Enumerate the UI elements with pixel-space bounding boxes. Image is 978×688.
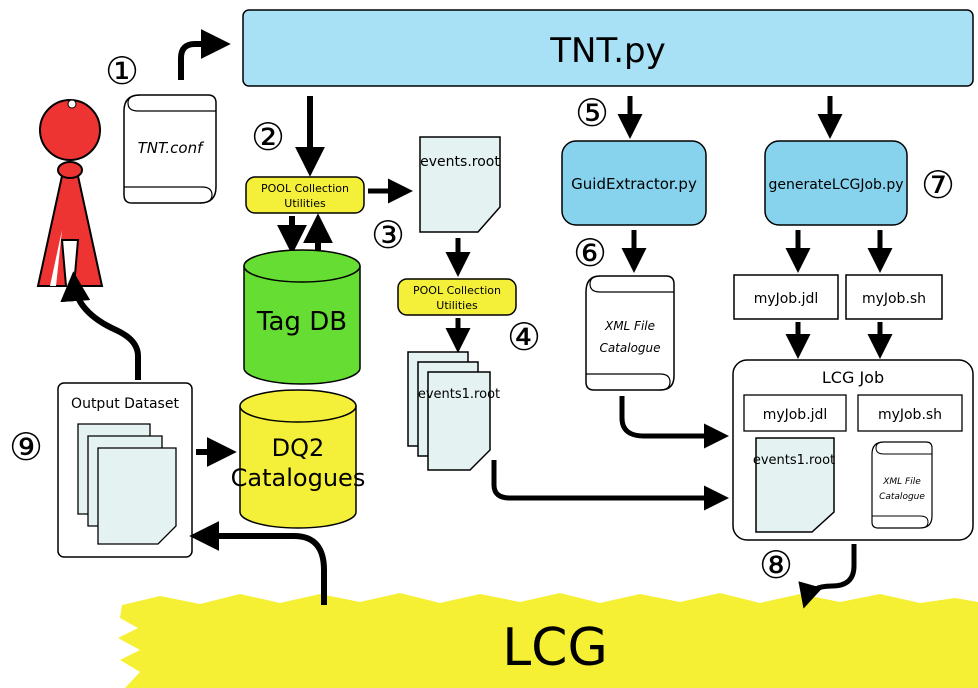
step-7-number: ⑦ — [921, 163, 955, 207]
tnt-conf-scroll: TNT.conf — [123, 94, 217, 204]
arrow-output-to-user — [60, 271, 141, 380]
lcg-job-jdl-label: myJob.jdl — [763, 407, 828, 423]
tag-db-label: Tag DB — [256, 307, 347, 337]
pool1-line1: POOL Collection — [261, 182, 349, 195]
myjob-sh-box: myJob.sh — [845, 274, 943, 320]
step-8-number: ⑧ — [759, 543, 793, 587]
step-9-number: ⑨ — [9, 425, 43, 469]
step-1-arrow — [178, 29, 231, 80]
myjob-sh-label: myJob.sh — [862, 291, 926, 307]
arrow-xml-to-lcgjob — [619, 396, 729, 449]
pool-collection-utilities-2: POOL Collection Utilities — [397, 278, 517, 316]
lcg-cloud-label: LCG — [502, 618, 608, 678]
arrow-lcgjob-to-lcg — [798, 544, 857, 609]
output-dataset-box: Output Dataset — [57, 382, 193, 558]
dq2-line2: Catalogues — [231, 464, 366, 492]
lcg-job-sh-label: myJob.sh — [878, 407, 942, 423]
user-figure — [36, 99, 104, 287]
step-1-number: ① — [105, 49, 139, 93]
generate-lcg-job-box[interactable]: generateLCGJob.py — [764, 140, 908, 226]
lcg-job-title: LCG Job — [822, 368, 884, 387]
events1-root-label: events1.root — [418, 387, 500, 402]
pool2-line1: POOL Collection — [413, 284, 501, 297]
step-3-number: ③ — [371, 213, 405, 257]
tnt-conf-label: TNT.conf — [138, 139, 205, 157]
tnt-py-label: TNT.py — [549, 31, 665, 71]
output-dataset-label: Output Dataset — [71, 396, 179, 412]
tnt-py-box[interactable]: TNT.py — [242, 9, 974, 87]
lcg-job-xml-scroll: XML File Catalogue — [871, 441, 933, 529]
step-5-number: ⑤ — [575, 91, 609, 135]
pool2-line2: Utilities — [436, 299, 478, 312]
lcg-job-container: LCG Job myJob.jdl myJob.sh events1.root … — [732, 359, 974, 541]
xml-catalogue-line1: XML File — [604, 319, 655, 333]
lcg-job-xml-line2: Catalogue — [879, 492, 925, 502]
generate-lcg-job-label: generateLCGJob.py — [768, 177, 903, 193]
events-root-file: events.root — [419, 136, 501, 233]
lcg-job-events-file: events1.root — [753, 437, 835, 533]
tag-db-cylinder: Tag DB — [243, 249, 361, 385]
step-2-number: ② — [251, 115, 285, 159]
lcg-job-xml-line1: XML File — [882, 477, 921, 487]
guid-extractor-label: GuidExtractor.py — [571, 175, 697, 193]
xml-catalogue-scroll: XML File Catalogue — [585, 275, 675, 391]
xml-catalogue-line2: Catalogue — [599, 341, 660, 355]
lcg-job-events-label: events1.root — [753, 453, 835, 468]
arrow-events1-to-lcgjob — [491, 460, 729, 511]
pool1-line2: Utilities — [284, 197, 326, 210]
dq2-catalogues-cylinder: DQ2 Catalogues — [231, 389, 366, 529]
pool-collection-utilities-1: POOL Collection Utilities — [245, 176, 365, 214]
guid-extractor-box[interactable]: GuidExtractor.py — [561, 140, 707, 226]
lcg-cloud: LCG — [118, 593, 978, 688]
myjob-jdl-label: myJob.jdl — [754, 291, 819, 307]
arrow-lcg-to-output — [189, 521, 327, 605]
step-6-number: ⑥ — [573, 231, 607, 275]
dq2-line1: DQ2 — [272, 434, 325, 462]
myjob-jdl-box: myJob.jdl — [733, 274, 839, 320]
events1-root-stack: events1.root — [407, 351, 500, 471]
step-4-number: ④ — [507, 315, 541, 359]
events-root-label: events.root — [420, 154, 500, 170]
